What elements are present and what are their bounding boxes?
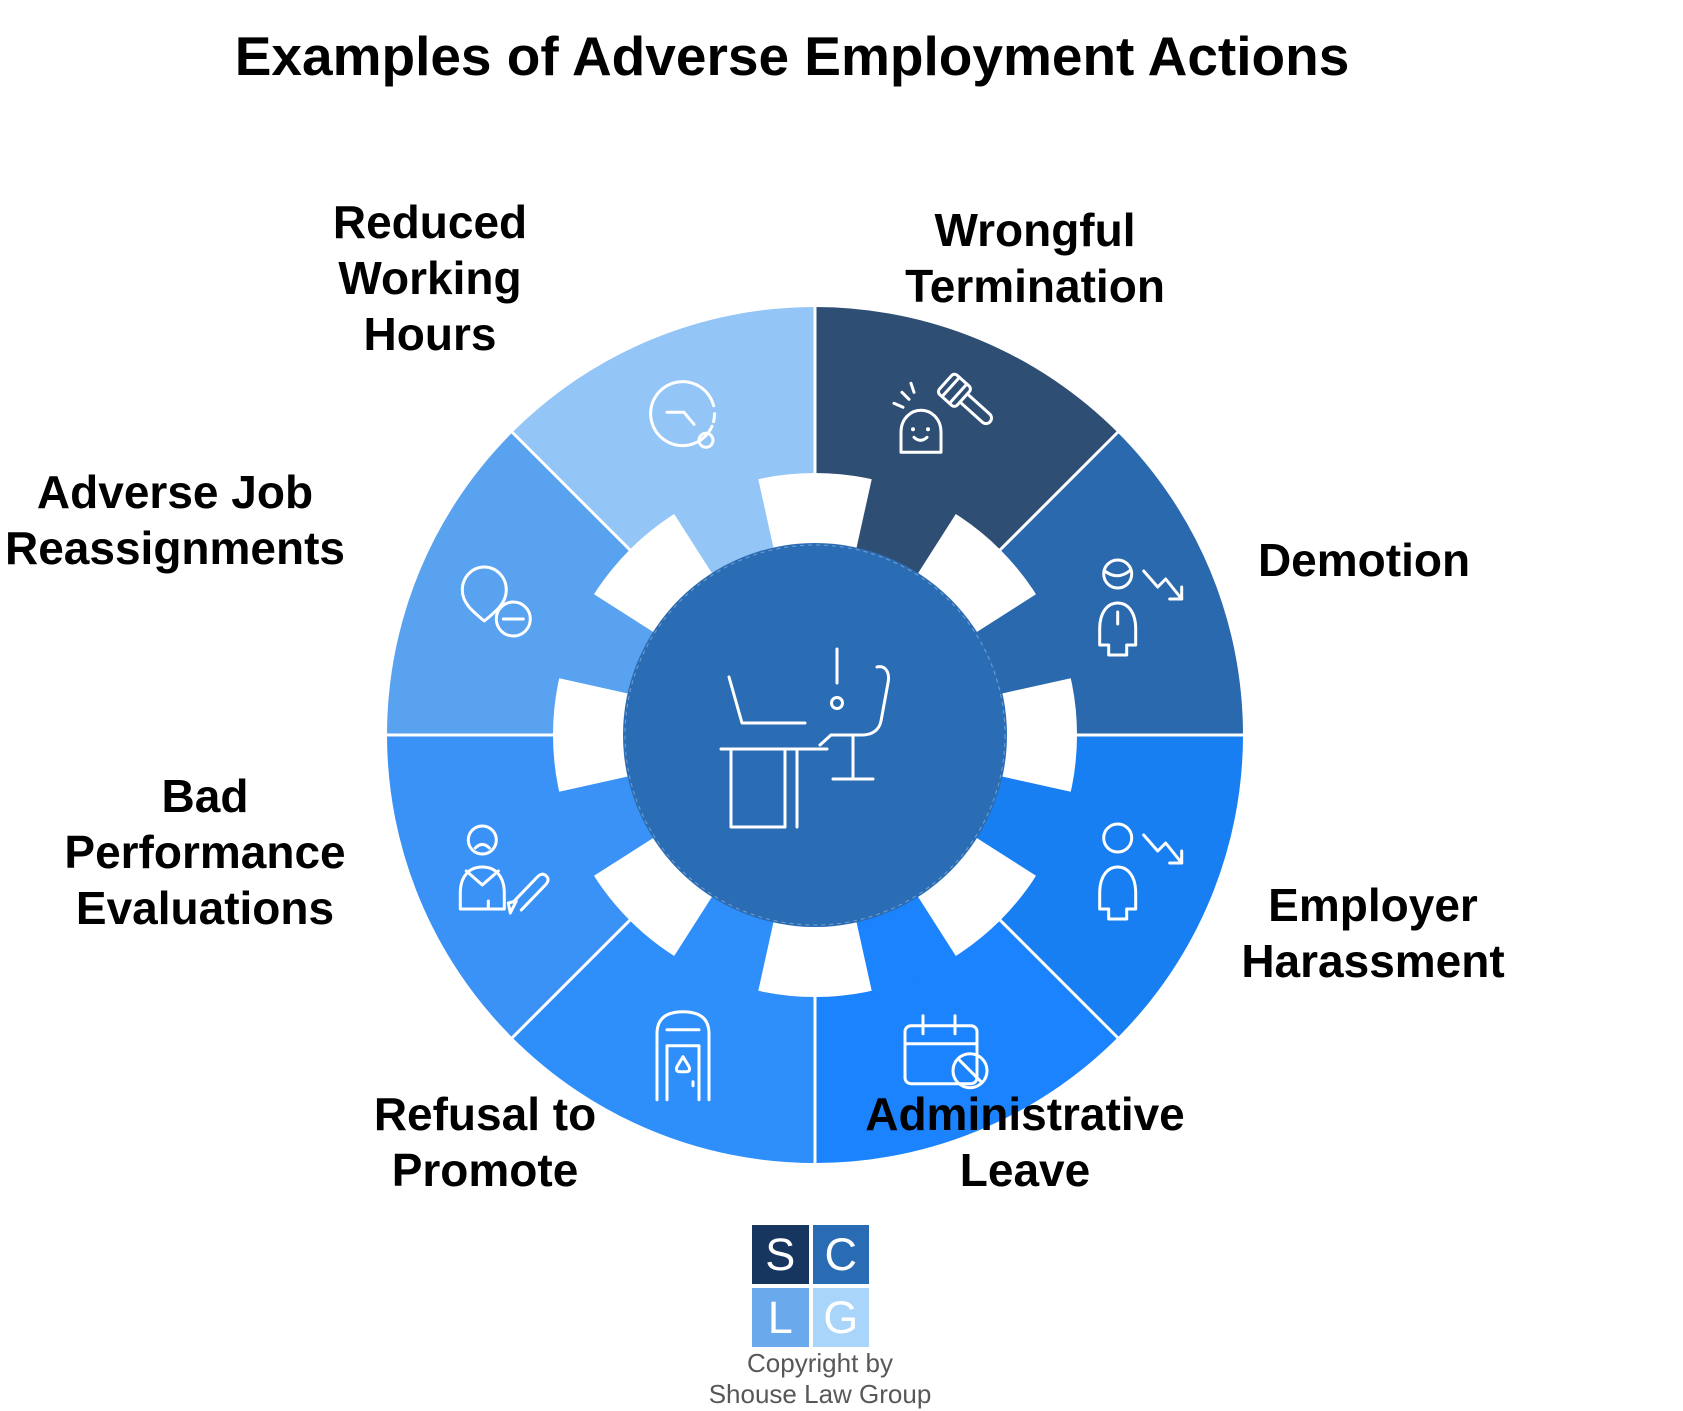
page-title: Examples of Adverse Employment Actions	[234, 25, 1350, 87]
closed-door-icon	[655, 1010, 711, 1102]
copyright-line-1: Copyright by	[747, 1348, 893, 1378]
sclg-logo: S C L G	[752, 1225, 869, 1347]
wheel-wedge	[1000, 735, 1243, 1038]
logo-cell-l: L	[752, 1288, 809, 1347]
wedge-divider	[996, 916, 1122, 1042]
copyright-notice: Copyright by Shouse Law Group	[709, 1348, 932, 1409]
wheel-wedge	[1000, 432, 1243, 735]
wheel-spoke	[855, 891, 958, 995]
segment-label-bad-performance-evaluations: Bad Performance Evaluations	[64, 769, 346, 935]
copyright-line-2: Shouse Law Group	[708, 1378, 932, 1409]
segment-label-refusal-to-promote: Refusal to Promote	[373, 1087, 597, 1196]
wheel-spoke	[672, 891, 775, 995]
segment-label-adverse-job-reassignments: Adverse Job Reassignments	[4, 465, 346, 574]
segment-label-demotion: Demotion	[1257, 533, 1471, 586]
sad-person-pencil-icon	[458, 824, 550, 915]
wheel-spoke	[555, 775, 659, 878]
logo-cell-g: G	[812, 1288, 869, 1347]
wedge-divider	[508, 428, 634, 554]
wheel-spoke	[672, 475, 775, 579]
location-pin-minus-icon	[460, 565, 532, 638]
segment-label-employer-harassment: Employer Harassment	[1241, 878, 1505, 987]
wheel-wedge	[815, 920, 1118, 1163]
gavel-employee-icon	[892, 372, 993, 454]
logo-cell-s: S	[752, 1225, 809, 1284]
wheel-wedge	[387, 735, 630, 1038]
wheel-wedge	[512, 920, 815, 1163]
person-decline-icon	[1098, 822, 1184, 921]
person-demoted-icon	[1098, 558, 1184, 657]
segment-label-wrongful-termination: Wrongful Termination	[905, 203, 1165, 312]
logo-cell-c: C	[812, 1225, 869, 1284]
center-hub	[623, 543, 1007, 927]
wedge-divider	[508, 916, 634, 1042]
center-hub-ring	[624, 544, 1006, 926]
desk-chair-alert-icon	[719, 647, 890, 829]
wheel-spoke	[855, 475, 958, 579]
wheel-wedge	[387, 432, 630, 735]
segment-label-reduced-working-hours: Reduced Working Hours	[332, 195, 528, 361]
wheel-spoke	[971, 592, 1075, 695]
wedge-divider	[996, 428, 1122, 554]
calendar-blocked-icon	[903, 1014, 989, 1090]
wheel-spoke	[971, 775, 1075, 878]
segment-label-administrative-leave: Administrative Leave	[865, 1087, 1185, 1196]
wheel-spoke	[555, 592, 659, 695]
wheel-wedge	[815, 307, 1118, 550]
wheel-wedge	[512, 307, 815, 550]
clock-reduced-icon	[649, 380, 717, 449]
